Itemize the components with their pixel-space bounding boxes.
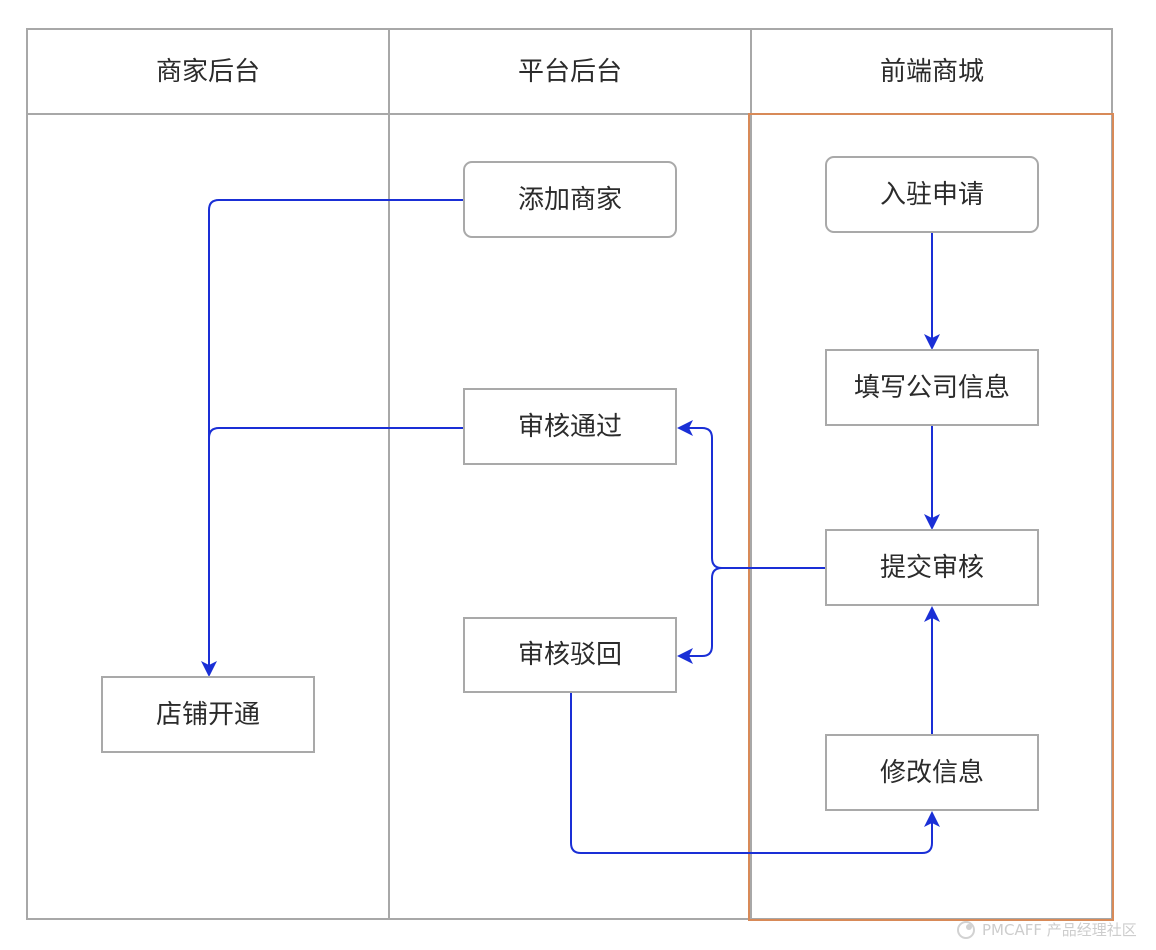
edges (201, 199, 940, 854)
edge-submit-to-reject (684, 567, 827, 657)
arrowhead-modify (924, 811, 940, 827)
lane-title-storefront: 前端商城 (880, 57, 984, 87)
node-box (463, 617, 677, 693)
node-modify: 修改信息 (825, 734, 1039, 811)
watermark-text: PMCAFF 产品经理社区 (982, 921, 1137, 939)
node-reject: 审核驳回 (463, 617, 677, 693)
node-approve: 审核通过 (463, 388, 677, 465)
edge-add-merchant-to-open-store (208, 199, 465, 669)
node-box (825, 156, 1039, 233)
watermark-logo-icon (957, 921, 975, 939)
node-label: 填写公司信息 (854, 373, 1010, 403)
node-box (825, 529, 1039, 606)
node-label: 店铺开通 (156, 700, 260, 730)
node-apply: 入驻申请 (825, 156, 1039, 233)
node-box (463, 161, 677, 238)
node-submit: 提交审核 (825, 529, 1039, 606)
node-label: 添加商家 (518, 185, 622, 215)
node-label: 审核通过 (518, 412, 622, 442)
node-box (825, 349, 1039, 426)
arrowhead-approve (677, 420, 693, 436)
arrowhead-submit-top (924, 514, 940, 530)
edge-reject-to-modify (570, 692, 933, 854)
node-label: 审核驳回 (518, 640, 622, 670)
node-fill-info: 填写公司信息 (825, 349, 1039, 426)
lane-title-merchant-backend: 商家后台 (156, 57, 260, 87)
arrowhead-submit-bottom (924, 606, 940, 622)
edge-submit-to-approve (684, 427, 827, 569)
node-open-store: 店铺开通 (101, 676, 315, 753)
node-box (463, 388, 677, 465)
node-box (101, 676, 315, 753)
arrowhead-reject (677, 648, 693, 664)
arrowhead-fill-info (924, 334, 940, 350)
node-add-merchant: 添加商家 (463, 161, 677, 238)
storefront-highlight-frame (748, 113, 1114, 921)
watermark: PMCAFF 产品经理社区 (957, 921, 1137, 939)
edge-approve-to-open-store (208, 427, 465, 669)
node-label: 提交审核 (880, 553, 984, 583)
node-box (825, 734, 1039, 811)
node-label: 入驻申请 (880, 180, 984, 210)
lane-title-platform-backend: 平台后台 (518, 57, 622, 87)
watermark-logo-dot-icon (966, 924, 972, 930)
node-label: 修改信息 (880, 758, 984, 788)
